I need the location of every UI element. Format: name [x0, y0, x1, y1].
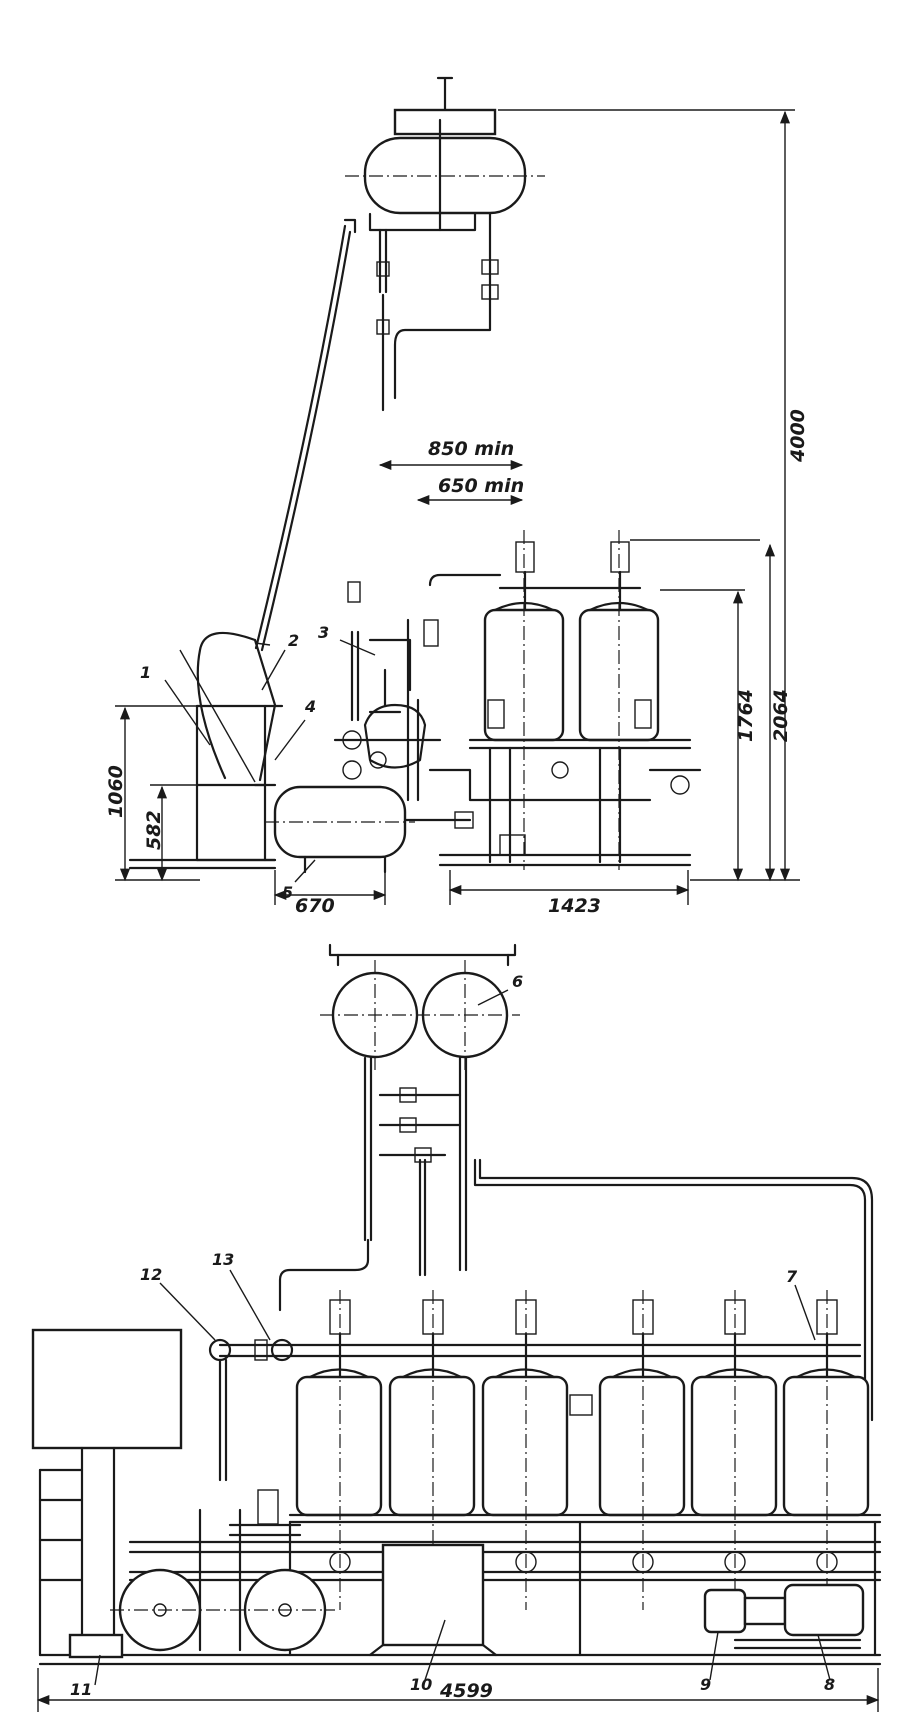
front-view: 4599 6 7 8 9 10 11 12 13 [31, 943, 882, 1712]
callout-1: 1 [140, 663, 151, 682]
dim-tank-width: 670 [295, 895, 335, 917]
callout-4: 4 [304, 697, 316, 716]
callout-6: 6 [512, 972, 523, 991]
callout-10: 10 [410, 1675, 432, 1694]
dim-filter-top-height: 2064 [770, 689, 792, 742]
dim-stand-low: 582 [143, 810, 165, 850]
callout-12: 12 [140, 1265, 162, 1284]
dim-total-length: 4599 [439, 1680, 493, 1702]
dim-base-width: 1423 [548, 895, 601, 917]
side-view: 4000 2064 1764 1423 670 1060 582 850 min… [105, 76, 809, 917]
callout-11: 11 [70, 1680, 92, 1699]
callout-3: 3 [318, 623, 329, 642]
control-cabinet [31, 1328, 183, 1659]
dim-total-height: 4000 [787, 409, 809, 463]
callout-9: 9 [700, 1675, 711, 1694]
dim-gap-650: 650 min [438, 475, 524, 497]
lower-frame [38, 1513, 882, 1666]
filter-columns-front [295, 1290, 870, 1610]
header-pipe [208, 1338, 862, 1482]
callout-7: 7 [786, 1267, 798, 1286]
callout-5: 5 [282, 883, 293, 902]
pump-motor [703, 1583, 865, 1650]
front-view-dimensions [36, 989, 880, 1712]
mixer-assembly [333, 573, 502, 802]
cylindrical-tank [368, 1543, 498, 1657]
side-view-dimensions [115, 109, 800, 905]
callout-8: 8 [824, 1675, 835, 1694]
drum-stand [128, 631, 284, 870]
dim-filter-body-height: 1764 [735, 689, 757, 742]
horizontal-tank [253, 783, 474, 874]
filter-columns-side [428, 530, 702, 870]
upper-head-tank [254, 76, 545, 652]
head-tanks-front [278, 943, 874, 1422]
callout-13: 13 [212, 1250, 234, 1269]
lower-round-tanks [110, 1489, 335, 1652]
callout-2: 2 [288, 631, 299, 650]
dim-gap-850: 850 min [428, 438, 514, 460]
dim-stand-height: 1060 [105, 765, 127, 818]
